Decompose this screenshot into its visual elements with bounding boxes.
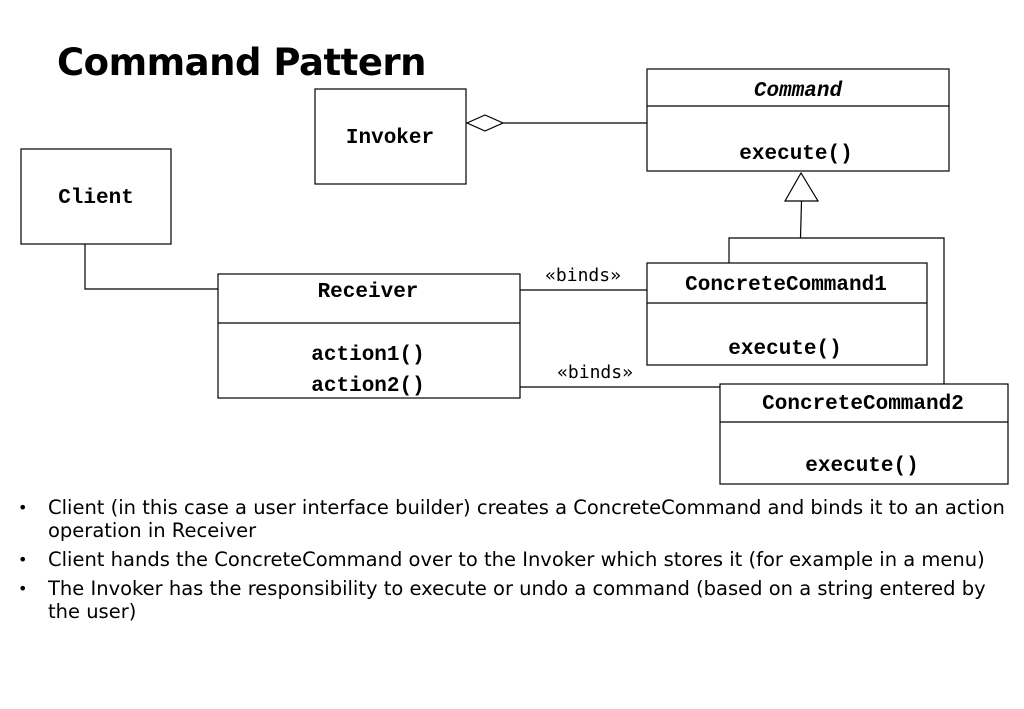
concrete-command-2-class: ConcreteCommand2 execute(): [719, 383, 1009, 485]
client-receiver-association-line: [84, 244, 218, 290]
generalization-branch-concrete1: [728, 237, 945, 384]
concrete-command-1-name: ConcreteCommand1: [685, 274, 887, 297]
receiver-method-1: action1(): [311, 344, 424, 367]
page-title: Command Pattern: [57, 41, 427, 84]
binds-label-2: «binds»: [557, 362, 633, 383]
uml-class-diagram: Command execute() Invoker Client Receive…: [20, 68, 1009, 485]
concrete-command-2-name: ConcreteCommand2: [762, 393, 964, 416]
generalization-stem: [799, 200, 803, 239]
bullet-list: • Client (in this case a user interface …: [18, 496, 1008, 629]
command-class-name: Command: [754, 80, 843, 103]
binds-label-1: «binds»: [545, 265, 621, 286]
bullet-item: • Client hands the ConcreteCommand over …: [18, 548, 1008, 571]
concrete-command-1-class: ConcreteCommand1 execute(): [646, 262, 928, 366]
concrete-command-1-method: execute(): [728, 338, 841, 361]
invoker-class-name: Invoker: [346, 127, 434, 150]
bullet-marker: •: [18, 579, 28, 598]
bullet-item: • The Invoker has the responsibility to …: [18, 577, 1008, 623]
bullet-marker: •: [18, 498, 28, 517]
bullet-item: • Client (in this case a user interface …: [18, 496, 1008, 542]
command-method: execute(): [739, 143, 852, 166]
receiver-method-2: action2(): [311, 375, 424, 398]
concrete-command-2-method: execute(): [805, 455, 918, 478]
bullet-marker: •: [18, 550, 28, 569]
receiver-class: Receiver action1() action2(): [217, 273, 521, 399]
client-class-name: Client: [58, 187, 134, 210]
generalization-triangle: [783, 171, 820, 202]
receiver-class-name: Receiver: [318, 281, 419, 304]
bullet-text: Client (in this case a user interface bu…: [48, 496, 1005, 542]
aggregation-diamond: [465, 114, 505, 132]
invoker-class: Invoker: [314, 88, 467, 185]
bullet-text: The Invoker has the responsibility to ex…: [48, 577, 986, 623]
client-class: Client: [20, 148, 172, 245]
command-class: Command execute(): [646, 68, 950, 172]
bullet-text: Client hands the ConcreteCommand over to…: [48, 548, 985, 571]
